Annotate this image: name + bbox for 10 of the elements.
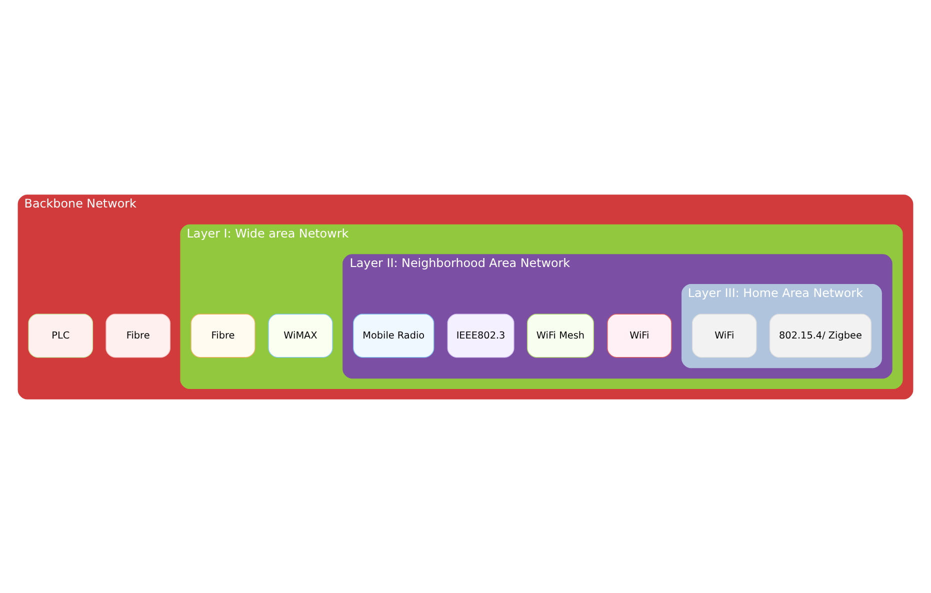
node-box: Fibre	[190, 313, 256, 358]
node-box: PLC	[28, 313, 94, 358]
node-box: WiFi	[692, 313, 757, 358]
node-box: WiFi Mesh	[526, 313, 594, 358]
node-box: WiFi	[607, 313, 672, 358]
node-box: IEEE802.3	[447, 313, 514, 358]
node-box: Fibre	[106, 313, 170, 358]
node-box: Mobile Radio	[353, 313, 434, 358]
node-box: 802.15.4/ Zigbee	[769, 313, 872, 358]
node-box: WiMAX	[268, 313, 333, 358]
